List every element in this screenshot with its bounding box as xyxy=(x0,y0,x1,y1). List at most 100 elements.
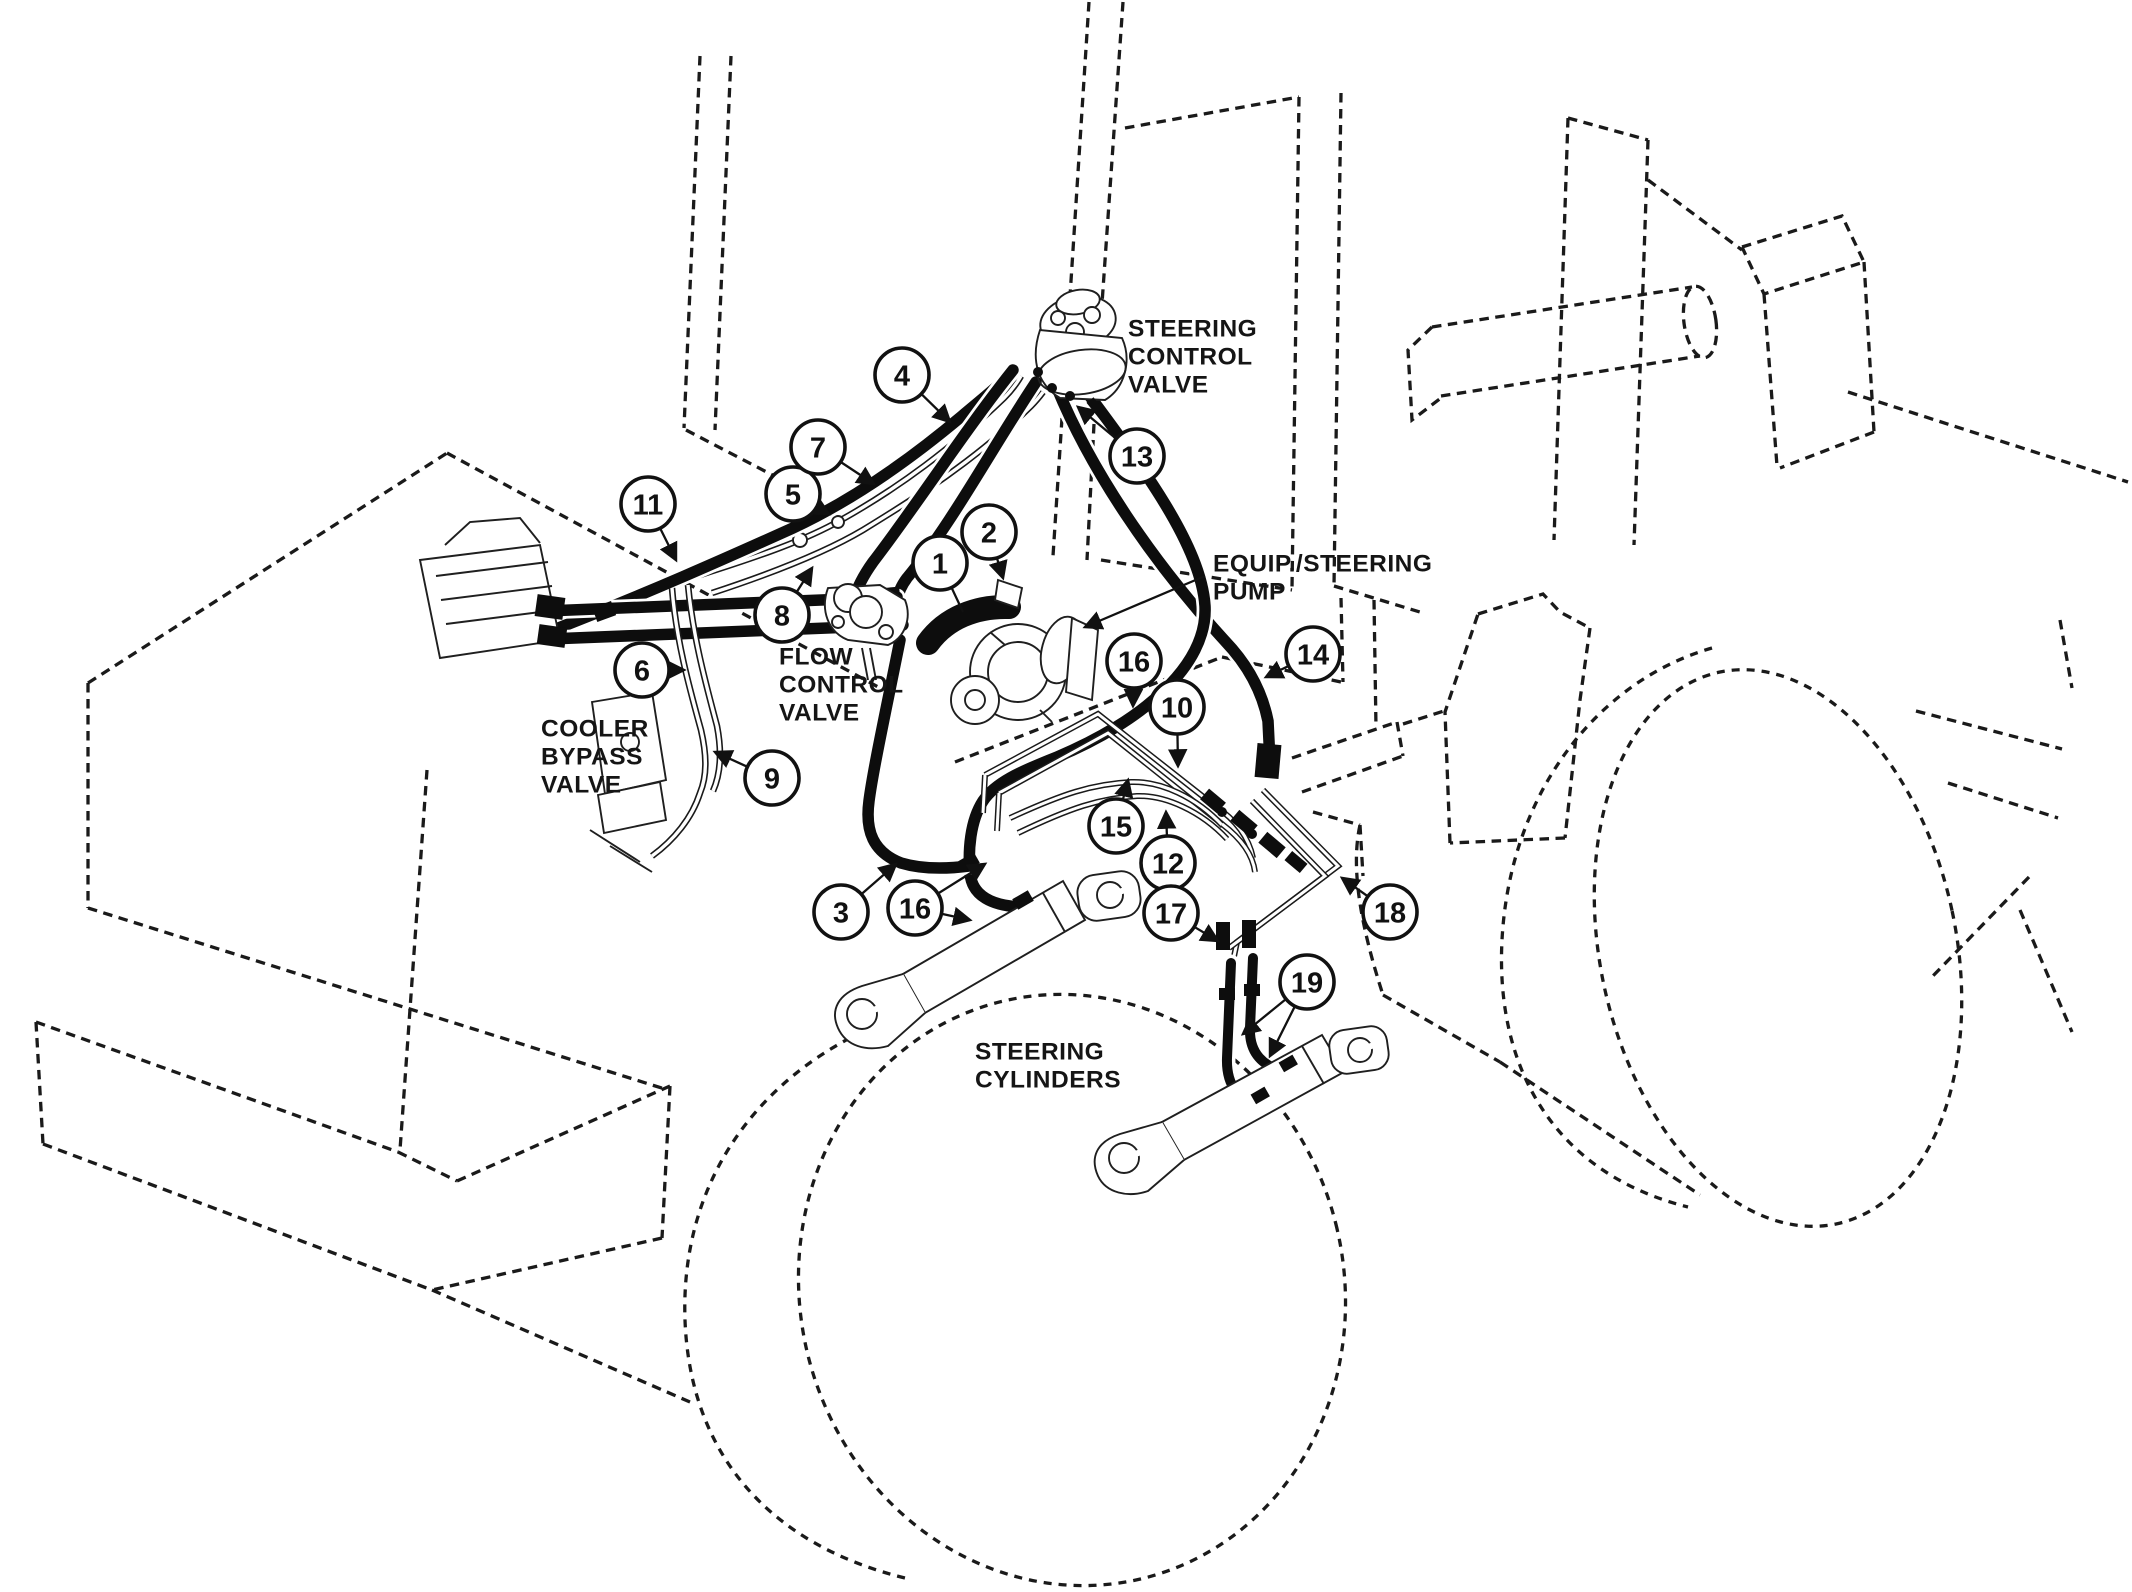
callout-leader xyxy=(860,862,899,896)
callout-balloon xyxy=(789,418,847,476)
callout-number: 6 xyxy=(634,655,650,687)
articulation-plate xyxy=(1443,592,1592,845)
callout-15: 15 xyxy=(1087,777,1145,855)
steering-control-valve-body xyxy=(1033,288,1128,423)
callout-number: 18 xyxy=(1374,897,1406,929)
manifold-fittings xyxy=(1200,743,1308,950)
callout-number: 16 xyxy=(1118,646,1150,678)
callout-leader xyxy=(988,557,1008,581)
callout-balloon xyxy=(960,503,1018,561)
callout-number: 4 xyxy=(894,360,910,392)
callout-3: 3 xyxy=(812,862,899,941)
callout-balloon xyxy=(613,641,671,699)
callout-leader xyxy=(1339,876,1369,898)
callout-16: 16 xyxy=(1105,632,1163,709)
callout-leader xyxy=(1268,1005,1296,1059)
callout-number: 16 xyxy=(899,893,931,925)
callout-number: 15 xyxy=(1100,811,1132,843)
callout-balloon xyxy=(886,879,944,937)
callout-balloon xyxy=(1087,797,1145,855)
machine-outline xyxy=(34,1,2129,1588)
callout-number: 1 xyxy=(932,548,948,580)
callout-leader xyxy=(1156,809,1177,837)
left-steering-cylinder xyxy=(834,852,1142,1050)
callout-balloon xyxy=(1105,632,1163,690)
callout-balloon xyxy=(1142,884,1200,942)
callout-leader xyxy=(1193,923,1221,943)
pump-body xyxy=(950,578,1100,725)
callout-leader xyxy=(950,586,965,613)
callout-leader xyxy=(1114,777,1134,801)
rear-wheel xyxy=(1499,646,1964,1228)
callout-number: 14 xyxy=(1297,639,1329,671)
callout-leader xyxy=(1263,660,1290,679)
steering-column xyxy=(1051,1,1125,561)
callout-number: 19 xyxy=(1291,967,1323,999)
flow-control-valve-body xyxy=(824,583,909,681)
callout-7: 7 xyxy=(789,418,877,486)
callout-leader xyxy=(920,393,952,424)
callout-number: 5 xyxy=(785,479,801,511)
callout-balloon xyxy=(743,749,801,807)
callout-number: 2 xyxy=(981,517,997,549)
callout-balloon xyxy=(1361,883,1419,941)
callout-19: 19 xyxy=(1240,953,1336,1059)
callout-leader xyxy=(712,750,748,768)
callout-2: 2 xyxy=(960,503,1018,581)
callout-balloon xyxy=(753,586,811,644)
front-wheel xyxy=(683,992,1348,1588)
rear-frame-towers xyxy=(1406,116,2129,1033)
callout-6: 6 xyxy=(613,641,687,699)
callout-13: 13 xyxy=(1075,405,1166,485)
callout-leader xyxy=(937,862,988,895)
callout-1: 1 xyxy=(911,534,969,613)
callout-balloon xyxy=(873,346,931,404)
callout-number: 11 xyxy=(633,489,664,521)
front-bumper xyxy=(34,1020,691,1404)
callout-leader xyxy=(659,527,678,563)
callout-5: 5 xyxy=(764,465,832,523)
callout-number: 7 xyxy=(810,432,826,464)
callout-balloon xyxy=(911,534,969,592)
callout-14: 14 xyxy=(1263,625,1342,683)
engine-hood xyxy=(86,451,881,1151)
callout-16: 16 xyxy=(886,862,988,937)
callout-balloon xyxy=(1108,427,1166,485)
callout-18: 18 xyxy=(1339,876,1419,941)
callout-number: 8 xyxy=(774,600,790,632)
callout-number: 13 xyxy=(1121,441,1153,473)
callout-balloon xyxy=(1284,625,1342,683)
callout-9: 9 xyxy=(712,749,801,807)
callout-number: 17 xyxy=(1155,898,1187,930)
callout-leader xyxy=(809,497,832,516)
callout-number: 3 xyxy=(833,897,849,929)
callout-number: 12 xyxy=(1152,848,1184,880)
callout-leader xyxy=(794,565,814,593)
mid-platform xyxy=(954,597,1701,1197)
right-cylinder-hoses xyxy=(1219,958,1288,1107)
callout-number: 10 xyxy=(1161,692,1193,724)
right-steering-cylinder xyxy=(1093,1025,1390,1195)
callout-4: 4 xyxy=(873,346,952,424)
callout-8: 8 xyxy=(753,565,814,644)
callout-balloon xyxy=(1278,953,1336,1011)
callout-leader xyxy=(1240,998,1287,1036)
callout-balloon xyxy=(812,883,870,941)
callout-12: 12 xyxy=(1139,809,1197,892)
callout-number: 9 xyxy=(764,763,780,795)
callout-leader xyxy=(1167,733,1188,769)
hydraulics xyxy=(418,288,1390,1195)
callout-balloon xyxy=(764,465,822,523)
callout-balloon xyxy=(1148,678,1206,736)
callout-leader xyxy=(1075,405,1117,440)
